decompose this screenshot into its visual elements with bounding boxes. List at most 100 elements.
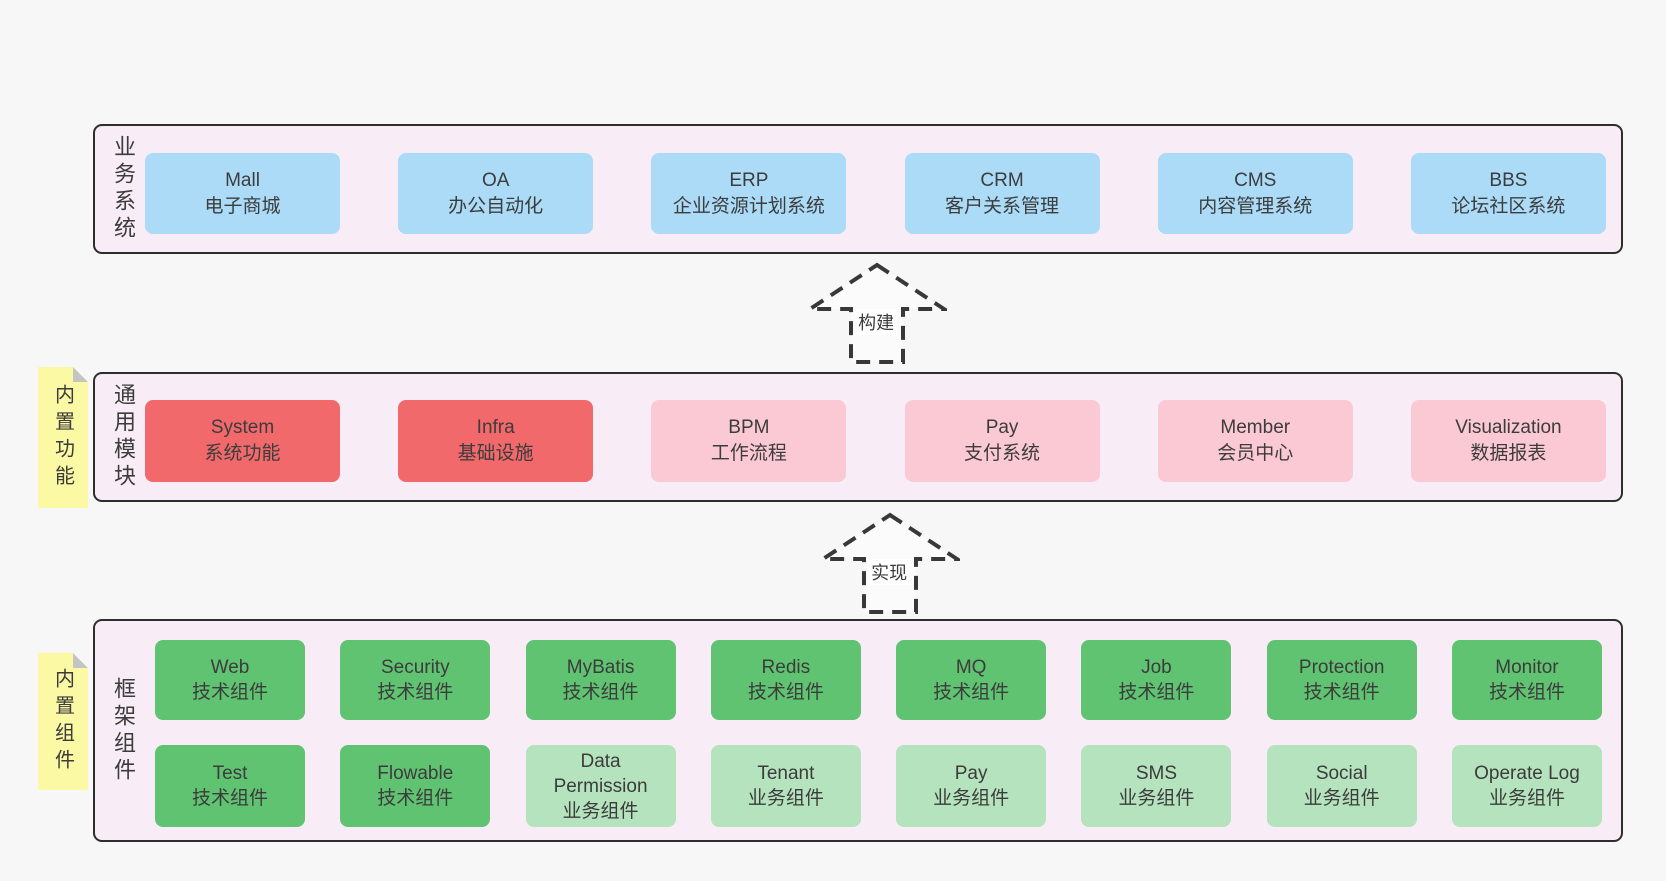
sticky-note-built-in-functions-label: 内置功能 xyxy=(51,383,74,492)
box-subtitle: 数据报表 xyxy=(1470,443,1547,464)
box-subtitle: 技术组件 xyxy=(377,788,454,809)
arrow-implement-label: 实现 xyxy=(868,559,911,585)
box-subtitle: 业务组件 xyxy=(933,788,1010,809)
box-subtitle: 工作流程 xyxy=(710,443,787,464)
box-title: CRM xyxy=(980,169,1024,191)
box-subtitle: 业务组件 xyxy=(1118,788,1195,809)
box-infra: Infra 基础设施 xyxy=(398,400,594,482)
box-subtitle: 业务组件 xyxy=(1488,788,1565,809)
box-title: Web xyxy=(210,657,250,678)
box-bpm: BPM 工作流程 xyxy=(651,400,847,482)
box-crm: CRM 客户关系管理 xyxy=(904,153,1100,234)
box-title: Redis xyxy=(761,657,811,678)
box-subtitle: 业务组件 xyxy=(747,788,824,809)
box-title: Mall xyxy=(225,169,260,191)
box-bbs: BBS 论坛社区系统 xyxy=(1410,153,1606,234)
box-title: ERP xyxy=(729,169,769,191)
box-subtitle: 技术组件 xyxy=(1303,682,1380,703)
box-subtitle: 内容管理系统 xyxy=(1198,195,1313,217)
box-subtitle: 业务组件 xyxy=(562,800,639,822)
box-subtitle: 技术组件 xyxy=(933,682,1010,703)
box-title: SMS xyxy=(1135,763,1177,784)
box-subtitle: 技术组件 xyxy=(191,682,268,703)
band-label-business-systems: 业务系统 xyxy=(111,135,136,243)
box-web: Web 技术组件 xyxy=(155,640,305,720)
box-subtitle: 技术组件 xyxy=(1118,682,1195,703)
sticky-note-built-in-components: 内置组件 xyxy=(38,653,88,790)
box-subtitle: 支付系统 xyxy=(964,443,1041,464)
box-protection: Protection 技术组件 xyxy=(1266,640,1417,720)
sticky-note-built-in-components-label: 内置组件 xyxy=(51,667,74,776)
box-subtitle: 电子商城 xyxy=(204,195,281,217)
box-visualization: Visualization 数据报表 xyxy=(1410,400,1606,482)
box-title: OA xyxy=(481,169,510,191)
box-subtitle: 论坛社区系统 xyxy=(1451,195,1566,217)
box-redis: Redis 技术组件 xyxy=(710,640,861,720)
box-flowable: Flowable 技术组件 xyxy=(340,745,491,827)
box-title: Data Permission xyxy=(553,750,648,797)
box-title: Infra xyxy=(476,417,515,438)
box-test: Test 技术组件 xyxy=(155,745,305,827)
box-sms: SMS 业务组件 xyxy=(1081,745,1232,827)
box-subtitle: 技术组件 xyxy=(377,682,454,703)
box-subtitle: 技术组件 xyxy=(191,788,268,809)
box-subtitle: 客户关系管理 xyxy=(945,195,1060,217)
box-title: Pay xyxy=(985,417,1019,438)
box-title: Protection xyxy=(1298,657,1385,678)
box-pay: Pay 业务组件 xyxy=(896,745,1047,827)
box-cms: CMS 内容管理系统 xyxy=(1157,153,1353,234)
box-tenant: Tenant 业务组件 xyxy=(710,745,861,827)
box-title: Flowable xyxy=(377,763,454,784)
box-security: Security 技术组件 xyxy=(340,640,491,720)
band-label-common-modules: 通用模块 xyxy=(111,383,136,491)
box-subtitle: 技术组件 xyxy=(1488,682,1565,703)
band-label-framework-components: 框架组件 xyxy=(111,676,136,785)
box-mq: MQ 技术组件 xyxy=(896,640,1047,720)
arrow-build-label: 构建 xyxy=(855,309,898,335)
box-title: Tenant xyxy=(757,763,815,784)
box-data-permission: Data Permission 业务组件 xyxy=(525,745,676,827)
sticky-note-built-in-functions: 内置功能 xyxy=(38,367,88,508)
box-erp: ERP 企业资源计划系统 xyxy=(651,153,847,234)
box-pay: Pay 支付系统 xyxy=(904,400,1100,482)
box-subtitle: 技术组件 xyxy=(562,682,639,703)
box-mybatis: MyBatis 技术组件 xyxy=(525,640,676,720)
box-subtitle: 会员中心 xyxy=(1217,443,1294,464)
box-title: Social xyxy=(1315,763,1368,784)
arrow-build: 构建 xyxy=(807,261,947,366)
box-title: Operate Log xyxy=(1474,763,1580,784)
box-social: Social 业务组件 xyxy=(1266,745,1417,827)
box-title: BPM xyxy=(728,417,770,438)
box-title: Visualization xyxy=(1455,417,1562,438)
box-subtitle: 基础设施 xyxy=(457,443,534,464)
box-title: MQ xyxy=(955,657,987,678)
box-title: CMS xyxy=(1234,169,1277,191)
box-subtitle: 业务组件 xyxy=(1303,788,1380,809)
box-mall: Mall 电子商城 xyxy=(145,153,340,234)
box-title: Job xyxy=(1141,657,1172,678)
box-title: Security xyxy=(380,657,450,678)
box-title: BBS xyxy=(1489,169,1528,191)
box-subtitle: 技术组件 xyxy=(747,682,824,703)
arrow-implement: 实现 xyxy=(820,511,960,616)
box-title: Test xyxy=(212,763,248,784)
box-title: Pay xyxy=(954,763,988,784)
box-title: MyBatis xyxy=(566,657,635,678)
box-subtitle: 企业资源计划系统 xyxy=(672,195,825,217)
box-job: Job 技术组件 xyxy=(1081,640,1232,720)
box-operate-log: Operate Log 业务组件 xyxy=(1451,745,1602,827)
box-title: System xyxy=(210,417,275,438)
